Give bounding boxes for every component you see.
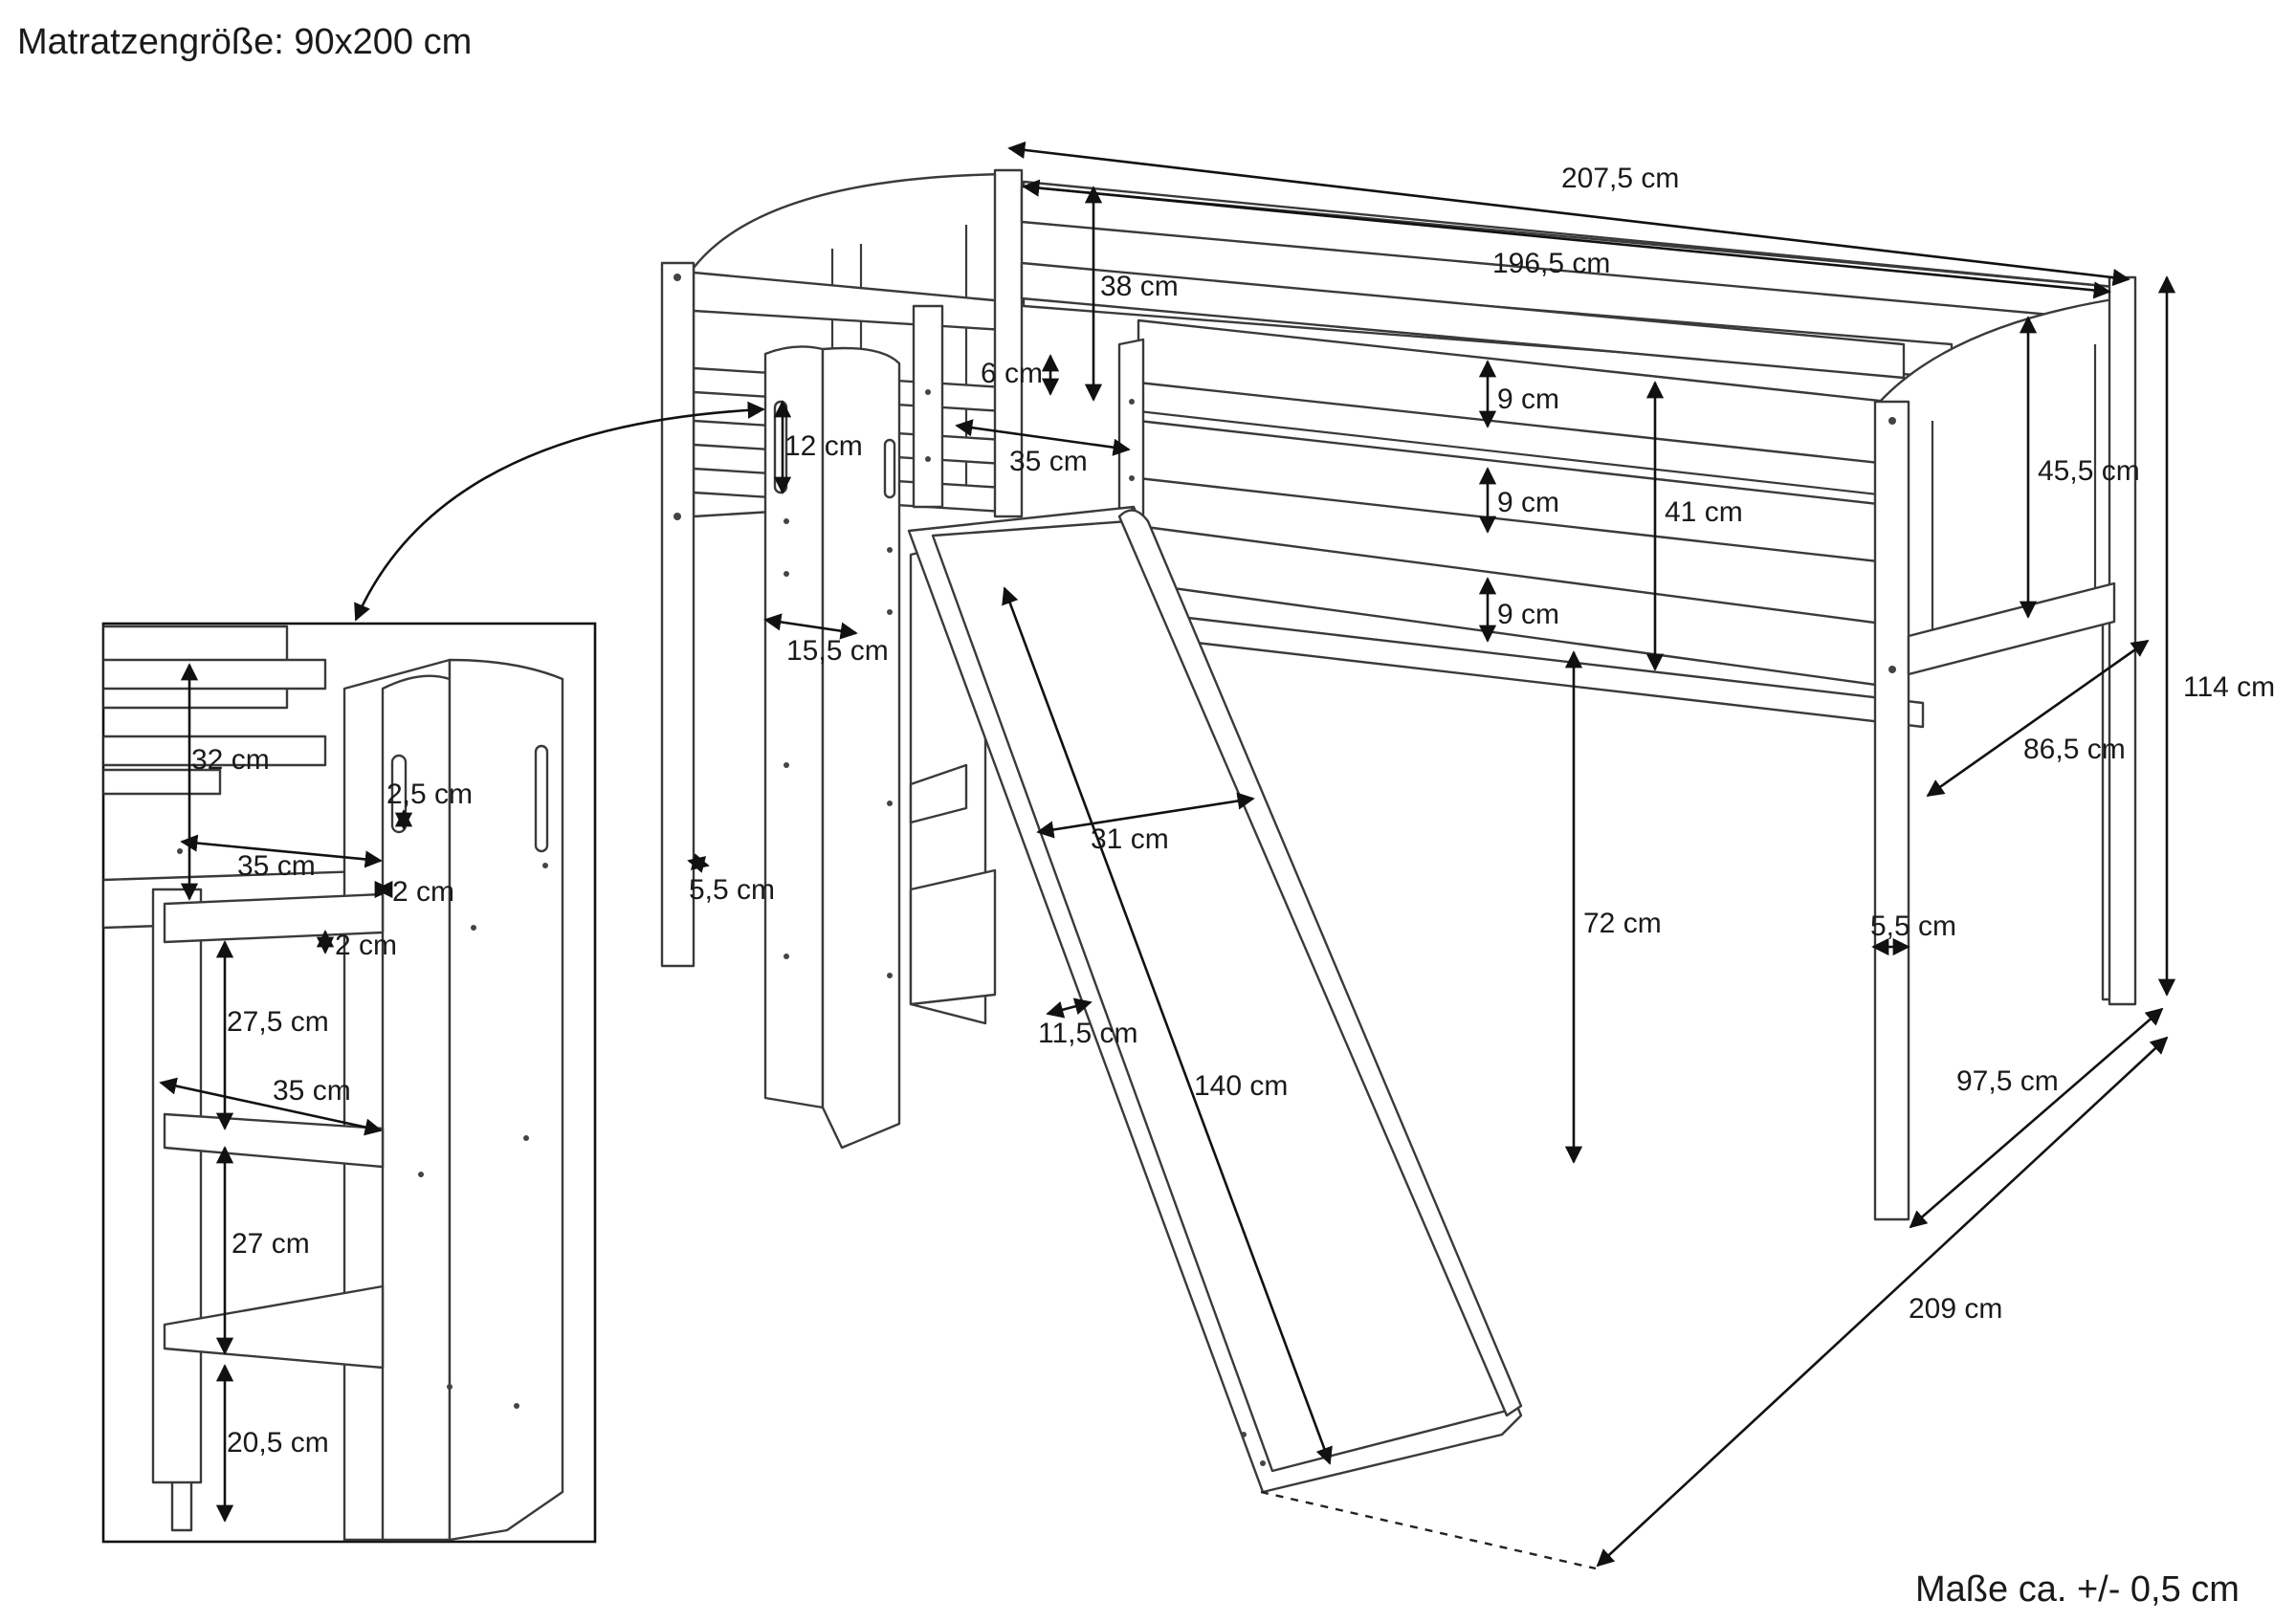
dim-ladder-grip: 12 cm xyxy=(784,430,863,462)
dim-top-gap: 6 cm xyxy=(981,358,1043,389)
dim-inner-width: 86,5 cm xyxy=(2023,734,2126,765)
dim-clearance: 72 cm xyxy=(1583,908,1662,939)
dim-total-length: 207,5 cm xyxy=(1561,163,1679,194)
dim-total-height: 114 cm xyxy=(2183,671,2275,703)
detail-rail-height: 32 cm xyxy=(191,744,270,776)
dim-ladder-opening: 35 cm xyxy=(1009,446,1088,477)
dim-post-right: 5,5 cm xyxy=(1870,910,1956,942)
detail-step-gap-1: 27,5 cm xyxy=(227,1006,329,1038)
dim-slide-length: 140 cm xyxy=(1194,1070,1288,1102)
detail-inset xyxy=(101,622,597,1544)
labels: Matratzengröße: 90x200 cm Maße ca. +/- 0… xyxy=(17,22,2275,1610)
ladder xyxy=(763,345,997,1150)
dim-rail-1: 9 cm xyxy=(1497,384,1559,415)
detail-step-width-mid: 35 cm xyxy=(273,1075,351,1107)
dim-guard-rail-height: 38 cm xyxy=(1100,271,1179,302)
detail-step-thickness: 2 cm xyxy=(335,930,397,961)
dim-post-left: 5,5 cm xyxy=(689,874,775,906)
detail-side-gap: 2 cm xyxy=(392,876,454,908)
dim-headboard: 45,5 cm xyxy=(2038,455,2140,487)
detail-bottom-gap: 20,5 cm xyxy=(227,1427,329,1459)
dim-rail-2: 9 cm xyxy=(1497,487,1559,518)
tolerance-note: Maße ca. +/- 0,5 cm xyxy=(1915,1569,2240,1610)
dimension-lines xyxy=(354,141,2176,1570)
dim-outer-width: 97,5 cm xyxy=(1956,1065,2059,1097)
dim-rail-3: 9 cm xyxy=(1497,599,1559,630)
dim-slide-edge: 11,5 cm xyxy=(1038,1018,1138,1049)
detail-grip-width: 2,5 cm xyxy=(386,779,473,810)
dim-slide-width: 31 cm xyxy=(1091,823,1169,855)
detail-step-gap-2: 27 cm xyxy=(232,1228,310,1260)
dim-ladder-width: 15,5 cm xyxy=(786,635,889,667)
detail-step-width-top: 35 cm xyxy=(237,850,316,882)
dim-total-depth: 209 cm xyxy=(1909,1293,2002,1325)
dim-rail-span: 41 cm xyxy=(1665,496,1743,528)
mattress-size-label: Matratzengröße: 90x200 cm xyxy=(17,22,472,62)
dim-inner-length: 196,5 cm xyxy=(1492,248,1610,279)
